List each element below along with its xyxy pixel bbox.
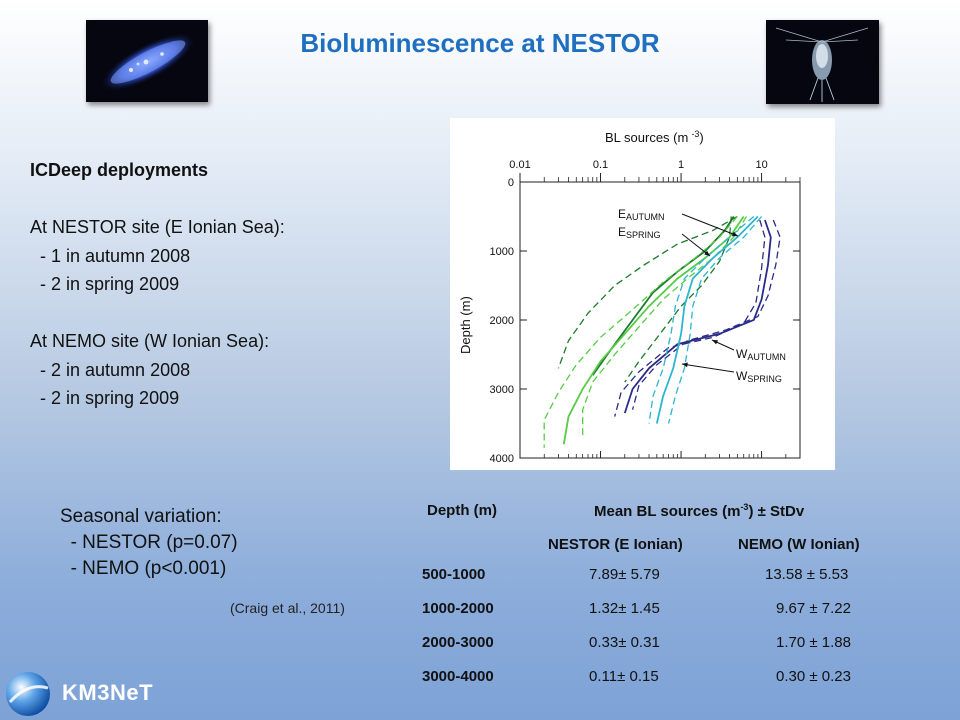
- series-line: [557, 215, 738, 369]
- y-axis-title: Depth (m): [458, 296, 473, 354]
- seasonal-heading: Seasonal variation:: [60, 506, 222, 527]
- nemo-site-label: At NEMO site (W Ionian Sea):: [30, 331, 270, 351]
- curve-label-main: W: [736, 347, 748, 361]
- curve-label-main: E: [618, 225, 626, 239]
- series-line: [543, 216, 738, 448]
- x-axis-title-close: ): [699, 130, 703, 145]
- table-nestor-header: NESTOR (E Ionian): [548, 536, 683, 553]
- series-line: [582, 216, 748, 438]
- km3net-globe-icon: [6, 672, 50, 716]
- table-depth-header: Depth (m): [427, 502, 497, 519]
- table-row-nestor: 0.33± 0.31: [589, 634, 660, 651]
- curve-label-main: E: [618, 207, 626, 221]
- copepod-photo: [766, 20, 879, 104]
- km3net-logo-text: KM3NeT: [62, 680, 154, 705]
- curve-label-subscript: SPRING: [747, 374, 782, 384]
- chart-svg: BL sources (m-3) Depth (m) 0.01 0.1 1 10 0 10…: [458, 129, 801, 465]
- series-line: [655, 215, 759, 424]
- nemo-deployment-autumn: - 2 in autumn 2008: [40, 359, 191, 380]
- table-row-depth: 2000-3000: [422, 634, 494, 651]
- table-row-depth: 500-1000: [422, 566, 486, 583]
- table-row-nestor: 0.11± 0.15: [589, 668, 659, 685]
- table-nemo-header: NEMO (W Ionian): [738, 536, 860, 553]
- series-line: [614, 219, 766, 417]
- curve-label-subscript: AUTUMN: [747, 352, 786, 362]
- y-tick-label: 3000: [490, 384, 514, 396]
- y-tick-label: 0: [508, 177, 514, 189]
- bioluminescent-organism-photo: [86, 20, 208, 102]
- nestor-deployment-autumn: - 1 in autumn 2008: [40, 245, 191, 266]
- citation: (Craig et al., 2011): [230, 600, 345, 616]
- table-mean-header: Mean BL sources (m-3) ± StDv: [594, 502, 804, 520]
- x-axis-title-main: BL sources (m: [605, 130, 688, 145]
- curve-label-arrowhead: [682, 362, 688, 368]
- table-row-nestor: 7.89± 5.79: [589, 566, 660, 583]
- y-tick-label: 2000: [490, 315, 514, 327]
- y-tick-label: 4000: [490, 453, 514, 465]
- nemo-deployment-spring: - 2 in spring 2009: [40, 388, 180, 408]
- seasonal-nestor: - NESTOR (p=0.07): [70, 532, 238, 553]
- curve-label-arrowhead: [732, 231, 738, 237]
- bl-depth-profile-chart: BL sources (m-3) Depth (m) 0.01 0.1 1 10 0 10…: [450, 118, 835, 470]
- series-line: [562, 215, 745, 445]
- curve-label-arrow: [681, 233, 711, 257]
- table-row-depth: 1000-2000: [422, 600, 494, 617]
- curve-label-arrowhead: [704, 250, 710, 256]
- table-row-depth: 3000-4000: [422, 668, 494, 685]
- x-axis-title: BL sources (m-3): [605, 129, 704, 145]
- series-line: [623, 219, 772, 414]
- plot-frame: [519, 181, 801, 459]
- curve-label-subscript: AUTUMN: [626, 212, 665, 222]
- table-row-nemo: 9.67 ± 7.22: [776, 600, 851, 617]
- curve-label: ESPRING: [618, 225, 661, 240]
- series-line: [667, 216, 763, 424]
- curve-label: WSPRING: [736, 369, 782, 384]
- nestor-site-label: At NESTOR site (E Ionian Sea):: [30, 217, 285, 237]
- curve-label-arrow: [681, 213, 739, 237]
- seasonal-nemo: - NEMO (p<0.001): [70, 558, 227, 579]
- seasonal-variation-text: Seasonal variation: - NESTOR (p=0.07) - …: [60, 504, 238, 582]
- curve-label-subscript: SPRING: [626, 230, 661, 240]
- table-row-nemo: 13.58 ± 5.53: [765, 566, 849, 583]
- chart-series: [543, 215, 781, 448]
- nestor-deployment-spring: - 2 in spring 2009: [40, 274, 180, 294]
- series-line: [648, 216, 755, 424]
- axis-ticks: 0.01 0.1 1 10 0 1000 2000 3000 4000: [490, 159, 801, 465]
- x-tick-label: 0.1: [593, 159, 608, 171]
- x-tick-label: 10: [755, 159, 767, 171]
- deployments-heading: ICDeep deployments: [30, 160, 209, 180]
- y-tick-label: 1000: [490, 246, 514, 258]
- curve-label-arrowhead: [712, 340, 718, 345]
- curve-label-arrow: [681, 363, 735, 373]
- table-row-nemo: 0.30 ± 0.23: [776, 668, 851, 685]
- deployments-text: ICDeep deployments At NESTOR site (E Ion…: [30, 156, 285, 413]
- table-mean-header-suffix: ) ± StDv: [748, 503, 805, 520]
- curve-label: EAUTUMN: [618, 207, 665, 222]
- x-tick-label: 1: [678, 159, 684, 171]
- table-mean-header-prefix: Mean BL sources (m: [594, 503, 741, 520]
- x-axis-title-exponent: -3: [691, 129, 699, 139]
- table-row-nemo: 1.70 ± 1.88: [776, 634, 851, 651]
- table-mean-header-exponent: -3: [740, 502, 749, 512]
- table-row-nestor: 1.32± 1.45: [589, 600, 660, 617]
- curve-label: WAUTUMN: [736, 347, 786, 362]
- slide-title: Bioluminescence at NESTOR: [300, 28, 660, 58]
- series-line: [624, 216, 732, 383]
- curve-label-main: W: [736, 369, 748, 383]
- x-tick-label: 0.01: [509, 159, 530, 171]
